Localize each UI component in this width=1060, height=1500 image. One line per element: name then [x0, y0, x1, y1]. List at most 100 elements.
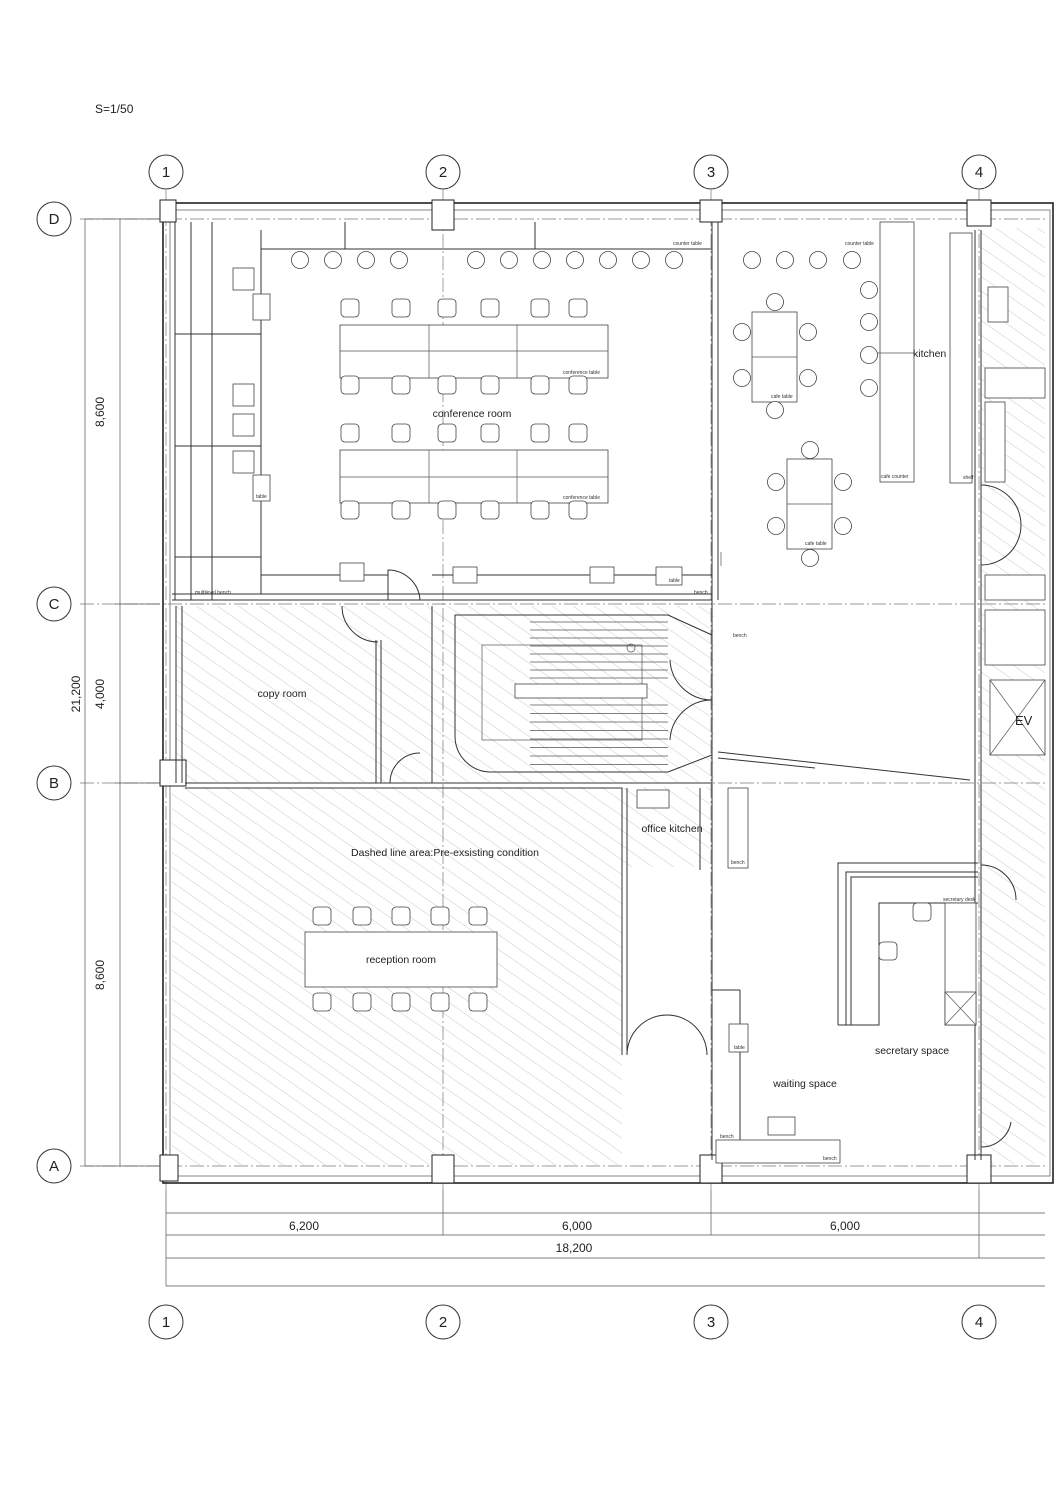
stool — [801, 549, 819, 567]
furniture-labels: counter table counter table conference t… — [195, 241, 976, 1162]
svg-text:4: 4 — [975, 1314, 983, 1331]
bench-label: bench — [731, 860, 745, 866]
chair — [437, 298, 457, 318]
grid-bubble-b: B — [36, 765, 72, 801]
stool — [834, 517, 852, 535]
stool — [533, 251, 551, 269]
stool — [799, 369, 817, 387]
chair — [480, 375, 500, 395]
conference-table-label: conference table — [563, 495, 600, 501]
grid-bubble-a: A — [36, 1148, 72, 1184]
stool — [766, 293, 784, 311]
cafe-table-label: cafe table — [805, 541, 827, 547]
grid-bubbles: 1 2 3 4 1 2 3 4 D C B A — [36, 154, 997, 1340]
walls — [159, 199, 1054, 1184]
chair — [430, 906, 450, 926]
grid-bubble-c: C — [36, 586, 72, 622]
conference-room-label: conference room — [433, 408, 512, 420]
chair — [352, 992, 372, 1012]
chair — [912, 902, 932, 922]
chair — [391, 500, 411, 520]
stool — [390, 251, 408, 269]
chairs — [291, 251, 932, 1012]
chair — [530, 375, 550, 395]
stool — [766, 401, 784, 419]
stool — [467, 251, 485, 269]
chair — [391, 992, 411, 1012]
chair — [530, 500, 550, 520]
table-label: table — [669, 578, 680, 584]
svg-text:A: A — [49, 1158, 59, 1175]
waiting-space-label: waiting space — [772, 1078, 837, 1090]
stool — [599, 251, 617, 269]
chair — [480, 500, 500, 520]
dim-3-4: 6,000 — [830, 1219, 860, 1233]
svg-text:D: D — [49, 211, 60, 228]
stair-treads — [530, 621, 668, 765]
chair — [391, 298, 411, 318]
grid-bubble-4-top: 4 — [961, 154, 997, 190]
stool — [500, 251, 518, 269]
stool — [665, 251, 683, 269]
copy-room-label: copy room — [257, 688, 306, 700]
bench-label: bench — [733, 633, 747, 639]
chair — [480, 423, 500, 443]
chair — [568, 298, 588, 318]
dim-2-3: 6,000 — [562, 1219, 592, 1233]
stool — [843, 251, 861, 269]
svg-text:B: B — [49, 775, 59, 792]
grid-bubble-2-bottom: 2 — [425, 1304, 461, 1340]
stool — [357, 251, 375, 269]
dim-b-a: 8,600 — [93, 960, 107, 990]
stool — [834, 473, 852, 491]
reception-room-label: reception room — [366, 954, 436, 966]
chair — [468, 906, 488, 926]
grid-bubble-4-bottom: 4 — [961, 1304, 997, 1340]
cafe-counter-label: cafe counter — [881, 474, 909, 480]
chair — [480, 298, 500, 318]
dim-d-c: 8,600 — [93, 397, 107, 427]
table-label: table — [734, 1045, 745, 1051]
bench-label: bench — [720, 1134, 734, 1140]
grid-bubble-3-top: 3 — [693, 154, 729, 190]
chair — [530, 423, 550, 443]
dim-total-vertical: 21,200 — [69, 675, 83, 712]
chair — [340, 500, 360, 520]
chair — [430, 992, 450, 1012]
chair — [391, 375, 411, 395]
chair — [352, 906, 372, 926]
office-kitchen-label: office kitchen — [641, 823, 702, 835]
svg-text:1: 1 — [162, 1314, 170, 1331]
bench-label: bench — [694, 590, 708, 596]
dim-1-2: 6,200 — [289, 1219, 319, 1233]
cafe-table-label: cafe table — [771, 394, 793, 400]
chair — [391, 423, 411, 443]
chair — [340, 375, 360, 395]
stool — [733, 369, 751, 387]
svg-text:3: 3 — [707, 1314, 715, 1331]
ev-label: EV — [1015, 713, 1033, 728]
secretary-space-label: secretary space — [875, 1045, 949, 1057]
kitchen-label: kitchen — [913, 348, 946, 360]
cafe-table — [751, 311, 798, 403]
multilevel-bench-label: multilevel bench — [195, 590, 231, 596]
stool — [860, 346, 878, 364]
secretary-desk-label: secretary desk — [943, 897, 976, 903]
stool — [632, 251, 650, 269]
room-labels: conference room kitchen copy room EV off… — [257, 348, 1032, 1090]
svg-text:2: 2 — [439, 1314, 447, 1331]
svg-text:C: C — [49, 596, 60, 613]
stool — [767, 473, 785, 491]
svg-text:2: 2 — [439, 164, 447, 181]
conference-table — [339, 324, 609, 379]
grid-bubble-3-bottom: 3 — [693, 1304, 729, 1340]
stool — [291, 251, 309, 269]
chair — [568, 500, 588, 520]
chair — [312, 906, 332, 926]
shelf-label: shelf — [963, 475, 974, 481]
bench-label: bench — [823, 1156, 837, 1162]
dimension-lines: 8,600 4,000 8,600 21,200 6,200 6,000 6,0… — [69, 218, 1045, 1287]
counter-table-label: counter table — [845, 241, 874, 247]
stool — [733, 323, 751, 341]
conference-table-label: conference table — [563, 370, 600, 376]
